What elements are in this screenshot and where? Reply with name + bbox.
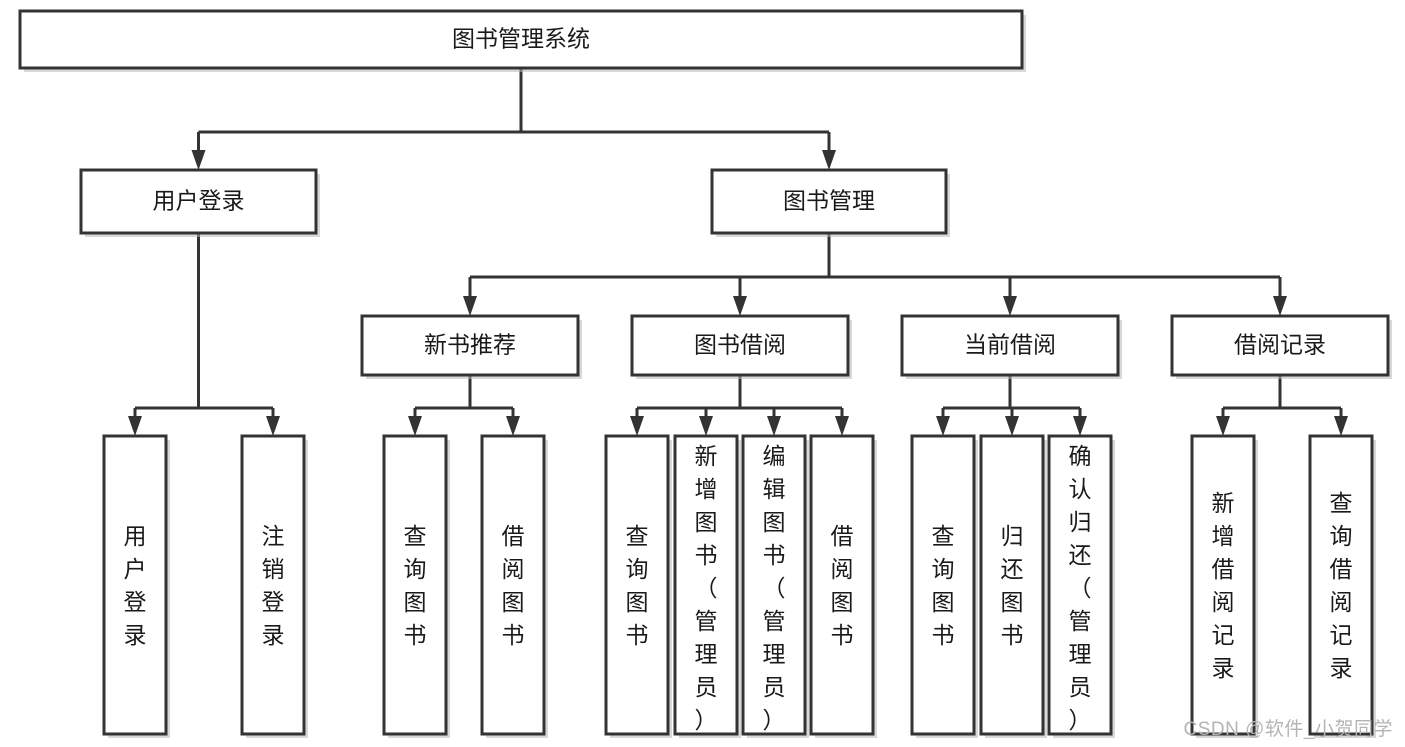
node-leaf-add-record[interactable]: 新增借阅记录 bbox=[1190, 434, 1258, 738]
node-label: 查询图书 bbox=[626, 523, 649, 648]
node-box bbox=[979, 434, 1045, 736]
node-box bbox=[1170, 314, 1390, 377]
node-label: 当前借阅 bbox=[964, 332, 1056, 358]
arrow-head-icon bbox=[936, 416, 950, 436]
node-leaf-query-book-rec[interactable]: 查询图书 bbox=[382, 434, 450, 738]
node-box bbox=[18, 9, 1024, 70]
arrow-head-icon bbox=[506, 416, 520, 436]
node-box bbox=[1308, 434, 1374, 736]
arrow-head-icon bbox=[1216, 416, 1230, 436]
node-label: 新增借阅记录 bbox=[1212, 490, 1235, 681]
arrow-head-icon bbox=[699, 416, 713, 436]
node-book-borrow[interactable]: 图书借阅 bbox=[630, 314, 852, 379]
arrow-head-icon bbox=[822, 150, 836, 170]
arrow-head-icon bbox=[733, 296, 747, 316]
arrow-head-icon bbox=[1273, 296, 1287, 316]
node-label: 查询图书 bbox=[932, 523, 955, 648]
node-label: 借阅图书 bbox=[831, 523, 854, 648]
node-label: 借阅记录 bbox=[1234, 332, 1326, 358]
node-borrow-record[interactable]: 借阅记录 bbox=[1170, 314, 1392, 379]
arrow-head-icon bbox=[191, 150, 206, 170]
node-current-borrow[interactable]: 当前借阅 bbox=[900, 314, 1122, 379]
node-root[interactable]: 图书管理系统 bbox=[18, 9, 1026, 72]
connectors-layer bbox=[128, 68, 1348, 436]
arrow-head-icon bbox=[1334, 416, 1348, 436]
node-box bbox=[240, 434, 306, 736]
arrow-head-icon bbox=[1005, 416, 1019, 436]
node-box bbox=[630, 314, 850, 377]
node-label: 查询借阅记录 bbox=[1330, 490, 1353, 681]
arrow-head-icon bbox=[266, 416, 280, 436]
node-box bbox=[900, 314, 1120, 377]
node-leaf-borrow-book[interactable]: 借阅图书 bbox=[809, 434, 877, 738]
node-label: 新增图书（管理员） bbox=[695, 443, 718, 733]
nodes-layer: 图书管理系统用户登录图书管理新书推荐图书借阅当前借阅借阅记录用户登录注销登录查询… bbox=[18, 9, 1392, 738]
node-box bbox=[910, 434, 976, 736]
node-label: 查询图书 bbox=[404, 523, 427, 648]
node-leaf-user-login[interactable]: 用户登录 bbox=[102, 434, 170, 738]
node-label: 编辑图书（管理员） bbox=[763, 443, 786, 733]
node-label: 用户登录 bbox=[153, 188, 245, 214]
node-box bbox=[673, 434, 739, 736]
node-box bbox=[710, 168, 948, 235]
arrow-head-icon bbox=[408, 416, 422, 436]
node-box bbox=[480, 434, 546, 736]
node-book-management[interactable]: 图书管理 bbox=[710, 168, 950, 237]
node-leaf-query-book[interactable]: 查询图书 bbox=[604, 434, 672, 738]
arrow-head-icon bbox=[630, 416, 644, 436]
arrow-head-icon bbox=[835, 416, 849, 436]
node-label: 新书推荐 bbox=[424, 332, 516, 358]
arrow-head-icon bbox=[128, 416, 142, 436]
node-box bbox=[102, 434, 168, 736]
node-box bbox=[79, 168, 318, 235]
node-leaf-borrow-book-rec[interactable]: 借阅图书 bbox=[480, 434, 548, 738]
arrow-head-icon bbox=[463, 296, 477, 316]
node-leaf-query-record[interactable]: 查询借阅记录 bbox=[1308, 434, 1376, 738]
node-label: 注销登录 bbox=[262, 523, 285, 648]
node-label: 借阅图书 bbox=[502, 523, 525, 648]
node-label: 确认归还（管理员） bbox=[1069, 443, 1092, 733]
node-new-book-recommend[interactable]: 新书推荐 bbox=[360, 314, 582, 379]
arrow-head-icon bbox=[1003, 296, 1017, 316]
node-box bbox=[604, 434, 670, 736]
node-leaf-edit-book[interactable]: 编辑图书（管理员） bbox=[741, 434, 809, 738]
node-label: 图书借阅 bbox=[694, 332, 786, 358]
node-leaf-confirm-return[interactable]: 确认归还（管理员） bbox=[1047, 434, 1115, 738]
node-box bbox=[809, 434, 875, 736]
node-label: 图书管理系统 bbox=[452, 26, 590, 52]
node-label: 图书管理 bbox=[783, 188, 875, 214]
node-leaf-logout[interactable]: 注销登录 bbox=[240, 434, 308, 738]
node-label: 用户登录 bbox=[124, 523, 147, 648]
node-user-login[interactable]: 用户登录 bbox=[79, 168, 320, 237]
node-box bbox=[1190, 434, 1256, 736]
node-leaf-return-book[interactable]: 归还图书 bbox=[979, 434, 1047, 738]
node-label: 归还图书 bbox=[1001, 523, 1024, 648]
node-leaf-query-book-cur[interactable]: 查询图书 bbox=[910, 434, 978, 738]
node-box bbox=[360, 314, 580, 377]
arrow-head-icon bbox=[767, 416, 781, 436]
node-box bbox=[1047, 434, 1113, 736]
node-box bbox=[382, 434, 448, 736]
arrow-head-icon bbox=[1073, 416, 1087, 436]
node-box bbox=[741, 434, 807, 736]
node-leaf-add-book[interactable]: 新增图书（管理员） bbox=[673, 434, 741, 738]
